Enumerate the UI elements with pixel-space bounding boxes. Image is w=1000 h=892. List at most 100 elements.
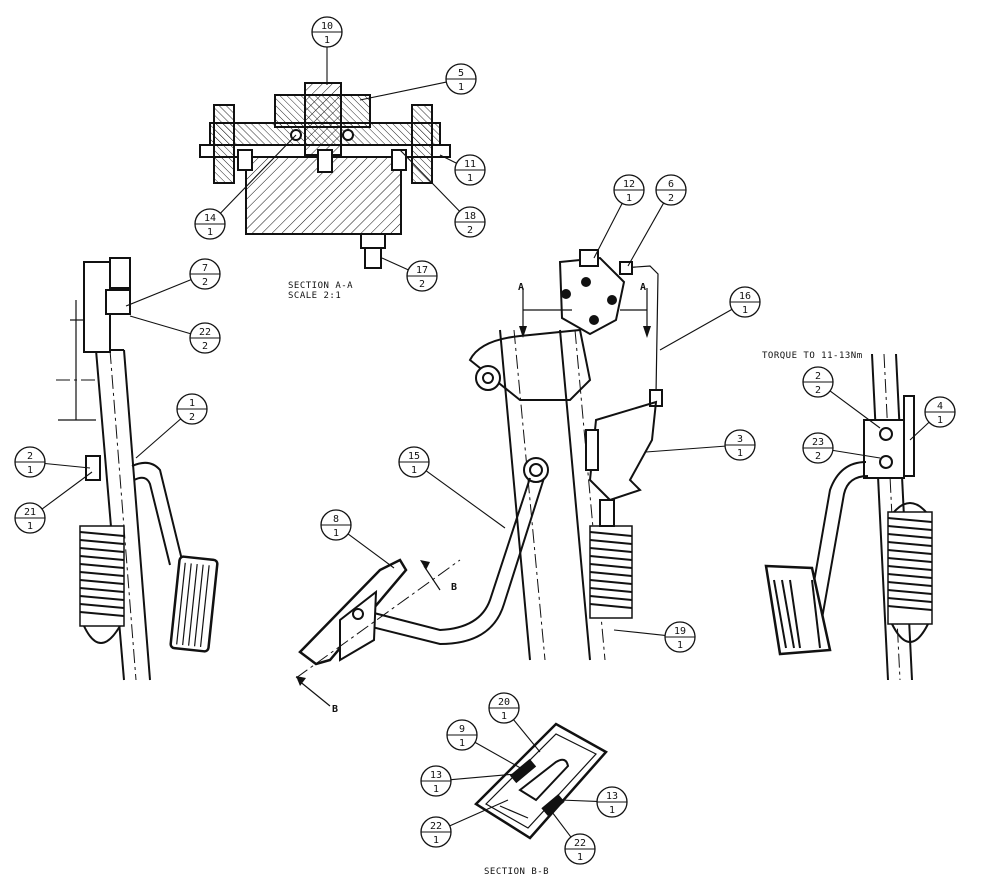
balloon-item-15: 151 [398, 446, 506, 529]
balloon-item-number: 1 [189, 398, 195, 409]
balloon-quantity: 1 [459, 738, 465, 749]
balloon-item-number: 8 [333, 514, 339, 525]
balloon-item-number: 22 [430, 821, 442, 832]
section-aa-view [199, 82, 451, 269]
balloon-quantity: 1 [577, 852, 583, 863]
balloon-leader [559, 799, 598, 802]
balloon-quantity: 2 [189, 412, 195, 423]
right-side-view [764, 353, 933, 681]
balloon-quantity: 1 [609, 805, 615, 816]
balloon-item-1: 12 [135, 393, 208, 459]
balloon-item-number: 2 [815, 371, 821, 382]
balloon-item-number: 20 [498, 697, 510, 708]
balloon-item-12: 121 [593, 174, 645, 259]
balloon-item-2: 21 [14, 446, 91, 478]
balloon-item-14: 141 [194, 134, 297, 240]
balloon-leader [425, 470, 506, 529]
balloon-item-number: 7 [202, 263, 208, 274]
balloon-leader [829, 390, 881, 429]
balloon-quantity: 1 [467, 173, 473, 184]
balloon-leader [513, 719, 541, 753]
balloon-leader [41, 471, 93, 510]
balloon-item-19: 191 [613, 621, 696, 653]
balloon-item-number: 11 [464, 159, 476, 170]
balloon-leader [613, 629, 666, 636]
balloon-item-number: 9 [459, 724, 465, 735]
balloon-item-number: 13 [606, 791, 618, 802]
balloon-quantity: 1 [27, 521, 33, 532]
balloon-item-number: 5 [458, 68, 464, 79]
balloon-item-5: 51 [359, 63, 477, 101]
balloon-leader [450, 773, 517, 781]
balloon-item-9: 91 [446, 719, 525, 771]
cut-mark-b-top: B [451, 582, 457, 593]
balloon-item-number: 10 [321, 21, 333, 32]
balloon-item-number: 12 [623, 179, 635, 190]
balloon-quantity: 2 [202, 341, 208, 352]
balloon-item-13: 131 [559, 786, 628, 818]
cut-mark-a-right: A [640, 282, 646, 293]
balloon-quantity: 2 [668, 193, 674, 204]
balloon-quantity: 1 [324, 35, 330, 46]
balloon-item-8: 81 [320, 509, 395, 569]
cut-mark-a-left: A [518, 282, 524, 293]
balloon-item-2: 22 [802, 366, 881, 429]
balloon-item-3: 31 [645, 429, 756, 461]
cut-mark-b-bottom: B [332, 704, 338, 715]
balloon-item-17: 172 [381, 257, 438, 292]
balloon-item-16: 161 [659, 286, 761, 351]
balloon-item-number: 14 [204, 213, 216, 224]
balloon-leader [439, 154, 457, 164]
balloon-quantity: 1 [737, 448, 743, 459]
balloon-quantity: 1 [333, 528, 339, 539]
balloon-leader [220, 134, 297, 214]
section-bb-view [474, 722, 608, 840]
balloon-leader [909, 421, 930, 441]
balloon-quantity: 2 [467, 225, 473, 236]
balloon-quantity: 2 [815, 385, 821, 396]
balloon-item-number: 22 [574, 838, 586, 849]
balloon-item-number: 15 [408, 451, 420, 462]
balloon-leader [135, 418, 182, 459]
balloon-item-6: 62 [627, 174, 687, 267]
balloon-item-21: 211 [14, 471, 93, 534]
left-side-view [56, 257, 219, 681]
left-spring [79, 525, 125, 644]
balloon-leader [44, 462, 91, 469]
balloon-item-23: 232 [802, 432, 881, 464]
balloon-quantity: 1 [27, 465, 33, 476]
balloon-quantity: 1 [677, 640, 683, 651]
section-aa-title: SECTION A-A [288, 281, 353, 291]
right-spring [887, 502, 933, 643]
torque-note: TORQUE TO 11-13Nm [762, 351, 863, 361]
balloon-leader [593, 203, 623, 259]
balloon-layer: 1015111118214117272222122121112162161311… [14, 16, 956, 865]
balloon-leader [551, 811, 572, 838]
balloon-item-number: 4 [937, 401, 943, 412]
balloon-leader [449, 799, 509, 827]
balloon-leader [659, 308, 733, 351]
balloon-leader [129, 315, 191, 335]
balloon-quantity: 1 [937, 415, 943, 426]
balloon-quantity: 1 [433, 835, 439, 846]
balloon-item-22: 222 [129, 315, 221, 354]
balloon-item-10: 101 [311, 16, 343, 85]
section-bb-title: SECTION B-B [484, 867, 549, 877]
balloon-item-number: 16 [739, 291, 751, 302]
balloon-leader [627, 202, 665, 267]
balloon-quantity: 1 [433, 784, 439, 795]
balloon-item-number: 18 [464, 211, 476, 222]
balloon-quantity: 1 [458, 82, 464, 93]
balloon-item-number: 6 [668, 179, 674, 190]
balloon-quantity: 1 [411, 465, 417, 476]
section-aa-scale: SCALE 2:1 [288, 291, 341, 301]
balloon-leader [381, 257, 409, 271]
balloon-item-number: 17 [416, 265, 428, 276]
balloon-item-number: 2 [27, 451, 33, 462]
balloon-leader [832, 449, 881, 459]
balloon-quantity: 1 [626, 193, 632, 204]
balloon-leader [399, 149, 460, 212]
balloon-item-11: 111 [439, 154, 486, 186]
balloon-leader [347, 533, 395, 569]
